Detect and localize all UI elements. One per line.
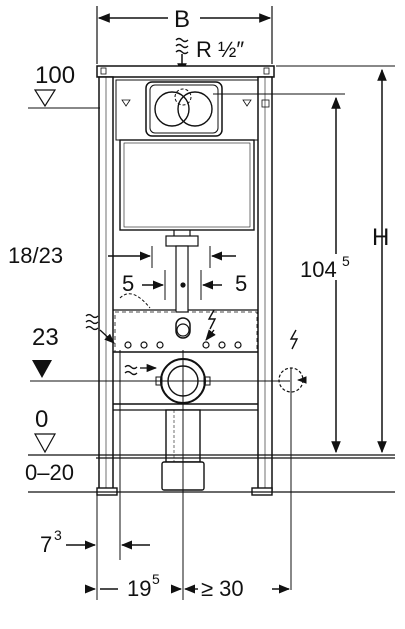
min-distance: ≥ 30: [183, 576, 291, 601]
width-label: B: [174, 6, 190, 33]
mounting-zone: [114, 293, 258, 353]
height-value-sup: 5: [342, 253, 350, 269]
electric-supply-icon: [205, 309, 217, 341]
axis-offset: 19 5: [84, 571, 183, 601]
side-offset: 7 3: [40, 527, 150, 557]
height-dimension: H: [276, 65, 395, 454]
cistern: [115, 79, 270, 231]
offset-left-label: 5: [122, 271, 134, 296]
axis-offset-sup: 5: [152, 571, 160, 587]
flush-pipe: [165, 230, 199, 313]
side-offset-sup: 3: [54, 527, 62, 543]
level-23: 23: [30, 324, 290, 382]
water-supply-top: R ½″: [175, 37, 244, 76]
level-0-label: 0: [35, 406, 48, 433]
level-23-label: 23: [32, 324, 59, 351]
height-label: H: [372, 224, 389, 251]
side-offset-label: 7: [40, 532, 52, 557]
thread-label: R ½″: [196, 37, 244, 62]
axis-offset-label: 19: [127, 576, 151, 601]
outlet-spacing: 18/23: [8, 243, 236, 268]
level-0: 0 0–20: [25, 406, 395, 493]
level-triangle-icon: [33, 433, 57, 454]
level-triangle-icon: [33, 89, 57, 108]
min-distance-label: ≥ 30: [201, 576, 244, 601]
level-triangle-icon: [32, 360, 52, 378]
water-supply-icon: [124, 363, 158, 376]
electric-socket: [278, 367, 307, 590]
height-104-dimension: 104 5: [213, 93, 366, 454]
flush-plate: [149, 84, 219, 134]
width-dimension: B: [96, 6, 273, 64]
water-supply-icon: [175, 37, 189, 55]
level-100-label: 100: [35, 62, 75, 89]
water-supply-icon: [85, 313, 115, 344]
electric-supply-icon: [289, 329, 299, 350]
bottom-dimension-lines: [96, 350, 184, 600]
height-value: 104: [300, 257, 337, 282]
outlet-spacing-label: 18/23: [8, 243, 63, 268]
installation-frame: [96, 65, 275, 496]
offset-right-label: 5: [235, 271, 247, 296]
level-100: 100: [28, 62, 100, 109]
floor-range-label: 0–20: [25, 460, 74, 485]
center-offsets: 5 5: [122, 270, 247, 300]
